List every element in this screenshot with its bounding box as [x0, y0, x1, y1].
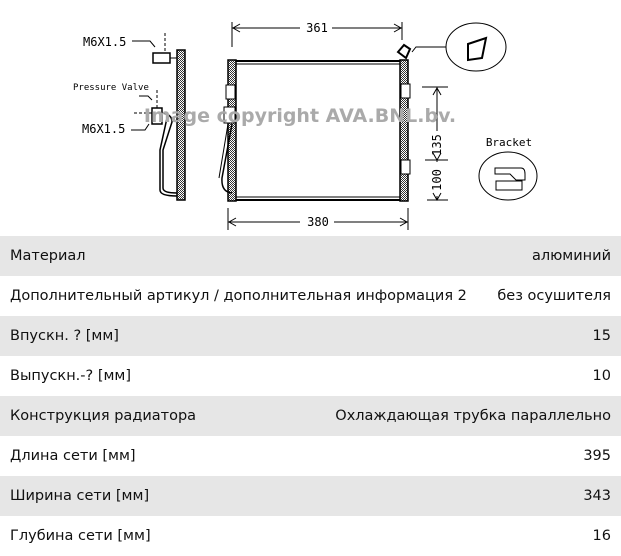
spec-row: Ширина сети [мм] 343	[0, 476, 621, 516]
spec-value: 15	[592, 328, 611, 344]
watermark: Image copyright AVA.BNL.bv.	[144, 105, 456, 127]
pressure-valve-label: Pressure Valve	[73, 83, 149, 93]
spec-row: Выпускн.-? [мм] 10	[0, 356, 621, 396]
spec-row: Конструкция радиатора Охлаждающая трубка …	[0, 396, 621, 436]
condenser-diagram: M6X1.5 Pressure Valve M6X1.5 361 38	[73, 21, 538, 230]
spec-label: Конструкция радиатора	[10, 408, 197, 424]
side-view	[131, 33, 186, 201]
front-view	[218, 22, 538, 230]
spec-label: Впускн. ? [мм]	[10, 328, 119, 344]
spec-row: Глубина сети [мм] 16	[0, 516, 621, 556]
dimension-380: 380	[307, 215, 329, 229]
spec-value: 395	[583, 448, 611, 464]
spec-value: 10	[592, 368, 611, 384]
spec-label: Материал	[10, 248, 86, 264]
spec-label: Ширина сети [мм]	[10, 488, 150, 504]
dimension-361: 361	[306, 21, 328, 35]
spec-label: Выпускн.-? [мм]	[10, 368, 132, 384]
thread-top-label: M6X1.5	[83, 35, 126, 49]
spec-value: алюминий	[531, 248, 611, 264]
spec-row: Впускн. ? [мм] 15	[0, 316, 621, 356]
spec-value: Охлаждающая трубка параллельно	[335, 408, 611, 424]
dimension-135: 135	[430, 134, 444, 156]
spec-value: без осушителя	[497, 288, 611, 304]
spec-label: Глубина сети [мм]	[10, 528, 151, 544]
thread-bottom-label: M6X1.5	[82, 122, 125, 136]
spec-value: 343	[583, 488, 611, 504]
spec-row: Дополнительный артикул / дополнительная …	[0, 276, 621, 316]
spec-label: Дополнительный артикул / дополнительная …	[10, 288, 467, 304]
spec-row: Материал алюминий	[0, 236, 621, 276]
spec-value: 16	[592, 528, 611, 544]
spec-label: Длина сети [мм]	[10, 448, 136, 464]
dimension-100: 100	[430, 169, 444, 191]
spec-row: Длина сети [мм] 395	[0, 436, 621, 476]
specs-table: Материал алюминий Дополнительный артикул …	[0, 236, 621, 556]
bracket-label: Bracket	[486, 136, 532, 149]
